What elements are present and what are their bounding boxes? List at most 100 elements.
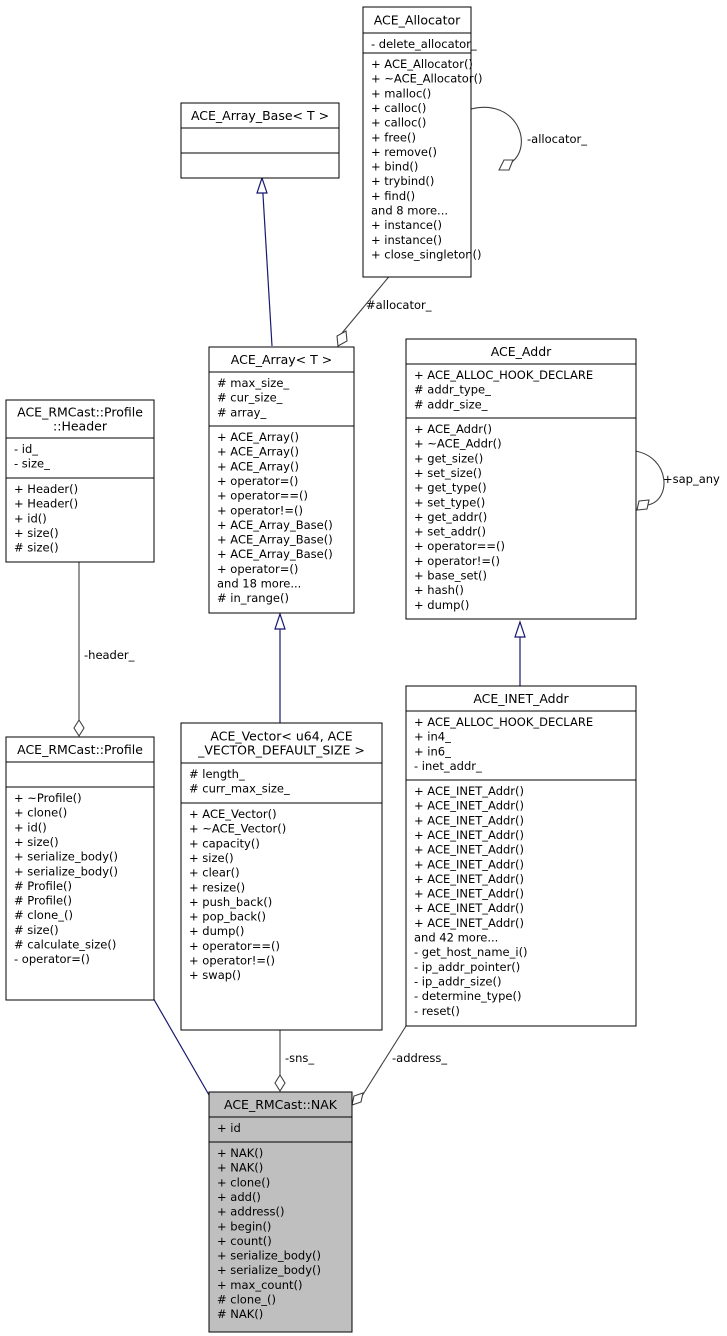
class-operations-compartment bbox=[5, 786, 155, 1001]
class-title-compartment bbox=[405, 338, 637, 365]
class-operation: + address() bbox=[217, 1205, 284, 1219]
class-operation: + ACE_Array_Base() bbox=[217, 533, 333, 547]
class-operation: # clone_() bbox=[14, 908, 73, 922]
class-title: ACE_Addr bbox=[491, 344, 552, 359]
class-operation: + operator==() bbox=[189, 939, 280, 953]
class-operation: + get_type() bbox=[414, 481, 487, 495]
class-title: ACE_Vector< u64, ACE bbox=[210, 729, 352, 744]
class-operation: - ip_addr_size() bbox=[414, 974, 501, 988]
class-operation: + trybind() bbox=[371, 174, 434, 188]
class-title: ACE_Array_Base< T > bbox=[191, 108, 329, 123]
class-operation: + push_back() bbox=[189, 895, 272, 909]
class-operation: - operator=() bbox=[14, 952, 90, 966]
class-operation: # in_range() bbox=[217, 591, 289, 605]
class-array[interactable]: ACE_Array< T ># max_size_# cur_size_# ar… bbox=[208, 346, 355, 614]
class-header[interactable]: ACE_RMCast::Profile::Header- id_- size_+… bbox=[5, 399, 155, 563]
class-operation: + hash() bbox=[414, 583, 464, 597]
class-allocator[interactable]: ACE_Allocator- delete_allocator_+ ACE_Al… bbox=[362, 6, 483, 278]
class-operation: + ACE_INET_Addr() bbox=[414, 784, 524, 798]
class-operation: + operator!=() bbox=[414, 554, 500, 568]
class-attribute: # addr_type_ bbox=[414, 383, 491, 397]
aggregation-diamond bbox=[351, 1092, 364, 1106]
class-profile[interactable]: ACE_RMCast::Profile+ ~Profile()+ clone()… bbox=[5, 736, 155, 1001]
edges: #allocator_ -allocator_ +sap_any -header… bbox=[73, 106, 720, 1106]
class-operation: + dump() bbox=[189, 924, 244, 938]
class-operation: + operator!=() bbox=[217, 503, 303, 517]
aggregation-diamond bbox=[498, 159, 514, 171]
class-attribute: - id_ bbox=[14, 442, 38, 456]
class-title: _VECTOR_DEFAULT_SIZE > bbox=[197, 743, 365, 758]
class-attribute: + in4_ bbox=[414, 730, 451, 744]
class-title: ACE_Allocator bbox=[374, 13, 461, 28]
class-operation: + ACE_Array() bbox=[217, 445, 299, 459]
class-operation: + find() bbox=[371, 189, 415, 203]
class-operation: + ACE_INET_Addr() bbox=[414, 901, 524, 915]
aggregation-diamond bbox=[636, 499, 650, 511]
edge-label-address: -address_ bbox=[392, 1051, 447, 1065]
class-title: ::Header bbox=[53, 419, 108, 434]
inheritance-arrow bbox=[256, 176, 268, 194]
class-operation: + operator=() bbox=[217, 562, 298, 576]
class-operations-compartment bbox=[208, 1141, 353, 1333]
class-boxes: ACE_Allocator- delete_allocator_+ ACE_Al… bbox=[5, 6, 637, 1333]
class-operation: + serialize_body() bbox=[14, 850, 118, 864]
class-operation: + ACE_INET_Addr() bbox=[414, 857, 524, 871]
class-attributes-compartment bbox=[180, 127, 340, 154]
class-operations-compartment bbox=[362, 52, 472, 278]
class-operation: + ACE_INET_Addr() bbox=[414, 872, 524, 886]
class-operation: + serialize_body() bbox=[217, 1249, 321, 1263]
class-attributes-compartment bbox=[208, 371, 355, 427]
class-operation: + ACE_Allocator() bbox=[371, 57, 473, 71]
edge-label-allocator: #allocator_ bbox=[366, 298, 432, 312]
class-attributes-compartment bbox=[5, 437, 155, 479]
class-operation: + begin() bbox=[217, 1219, 271, 1233]
class-operation: + ACE_Addr() bbox=[414, 422, 492, 436]
class-operation: + NAK() bbox=[217, 1161, 263, 1175]
class-title: ACE_RMCast::Profile bbox=[17, 742, 143, 757]
class-operation: - determine_type() bbox=[414, 989, 521, 1003]
class-operation: + ACE_INET_Addr() bbox=[414, 813, 524, 827]
class-nak[interactable]: ACE_RMCast::NAK+ id+ NAK()+ NAK()+ clone… bbox=[208, 1091, 353, 1333]
class-operation: # size() bbox=[14, 923, 59, 937]
aggregation-diamond bbox=[336, 330, 348, 347]
class-attribute: + ACE_ALLOC_HOOK_DECLARE bbox=[414, 715, 593, 729]
class-operation: + ACE_INET_Addr() bbox=[414, 887, 524, 901]
edge-label-sap-any: +sap_any bbox=[663, 472, 720, 486]
class-operation: + close_singleton() bbox=[371, 247, 482, 261]
class-operation: + remove() bbox=[371, 145, 437, 159]
class-operation: + resize() bbox=[189, 880, 245, 894]
edge-array-to-array-base bbox=[261, 177, 273, 347]
class-attribute: # cur_size_ bbox=[217, 391, 283, 405]
class-operation: # Profile() bbox=[14, 879, 72, 893]
class-operation: + ACE_Array_Base() bbox=[217, 518, 333, 532]
class-operation: + set_addr() bbox=[414, 525, 486, 539]
class-operation: + get_size() bbox=[414, 451, 483, 465]
class-operation: - get_host_name_i() bbox=[414, 945, 528, 959]
class-operation: # size() bbox=[14, 541, 59, 555]
class-operation: + ACE_INET_Addr() bbox=[414, 828, 524, 842]
class-operation: + operator=() bbox=[217, 474, 298, 488]
inheritance-arrow bbox=[514, 620, 526, 638]
class-operation: # NAK() bbox=[217, 1307, 263, 1321]
class-operation: + serialize_body() bbox=[14, 864, 118, 878]
class-operation: + ~ACE_Vector() bbox=[189, 822, 286, 836]
class-title: ACE_INET_Addr bbox=[473, 691, 569, 706]
class-operation: + ACE_Array_Base() bbox=[217, 547, 333, 561]
class-operation: + serialize_body() bbox=[217, 1263, 321, 1277]
class-title-compartment bbox=[405, 685, 637, 712]
aggregation-diamond bbox=[274, 1073, 286, 1093]
class-operations-compartment bbox=[180, 152, 340, 179]
class-inet-addr[interactable]: ACE_INET_Addr+ ACE_ALLOC_HOOK_DECLARE+ i… bbox=[405, 685, 637, 1027]
class-array-base[interactable]: ACE_Array_Base< T > bbox=[180, 102, 340, 179]
class-vector[interactable]: ACE_Vector< u64, ACE_VECTOR_DEFAULT_SIZE… bbox=[180, 722, 383, 1031]
edge-addr-self bbox=[634, 450, 665, 506]
class-operation: + bind() bbox=[371, 160, 418, 174]
class-attributes-compartment bbox=[5, 761, 155, 788]
class-attribute: + in6_ bbox=[414, 744, 451, 758]
class-operation: + max_count() bbox=[217, 1278, 303, 1292]
class-operations-compartment bbox=[5, 477, 155, 563]
class-addr[interactable]: ACE_Addr+ ACE_ALLOC_HOOK_DECLARE# addr_t… bbox=[405, 338, 637, 620]
class-attributes-compartment bbox=[405, 363, 637, 419]
class-operation: and 42 more... bbox=[414, 931, 498, 945]
class-attributes-compartment bbox=[180, 762, 383, 804]
